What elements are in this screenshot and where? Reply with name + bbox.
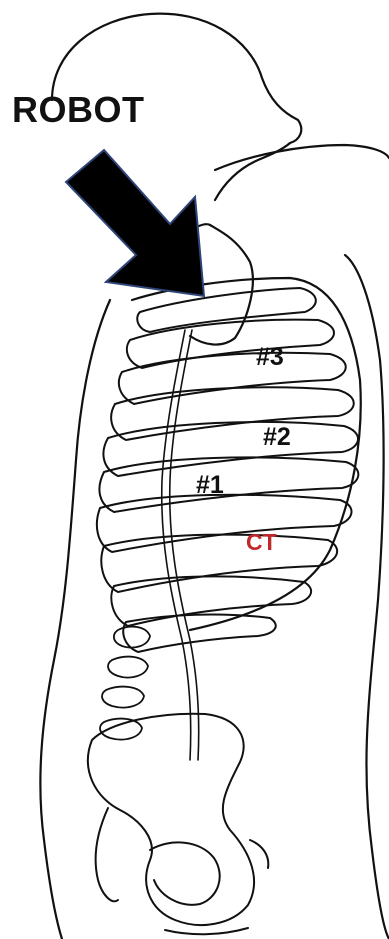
port-2-label: #2 (263, 425, 291, 450)
port-3-label: #3 (256, 345, 284, 370)
ct-label: CT (246, 531, 277, 554)
robot-label: ROBOT (12, 92, 145, 128)
port-1-label: #1 (196, 473, 224, 498)
